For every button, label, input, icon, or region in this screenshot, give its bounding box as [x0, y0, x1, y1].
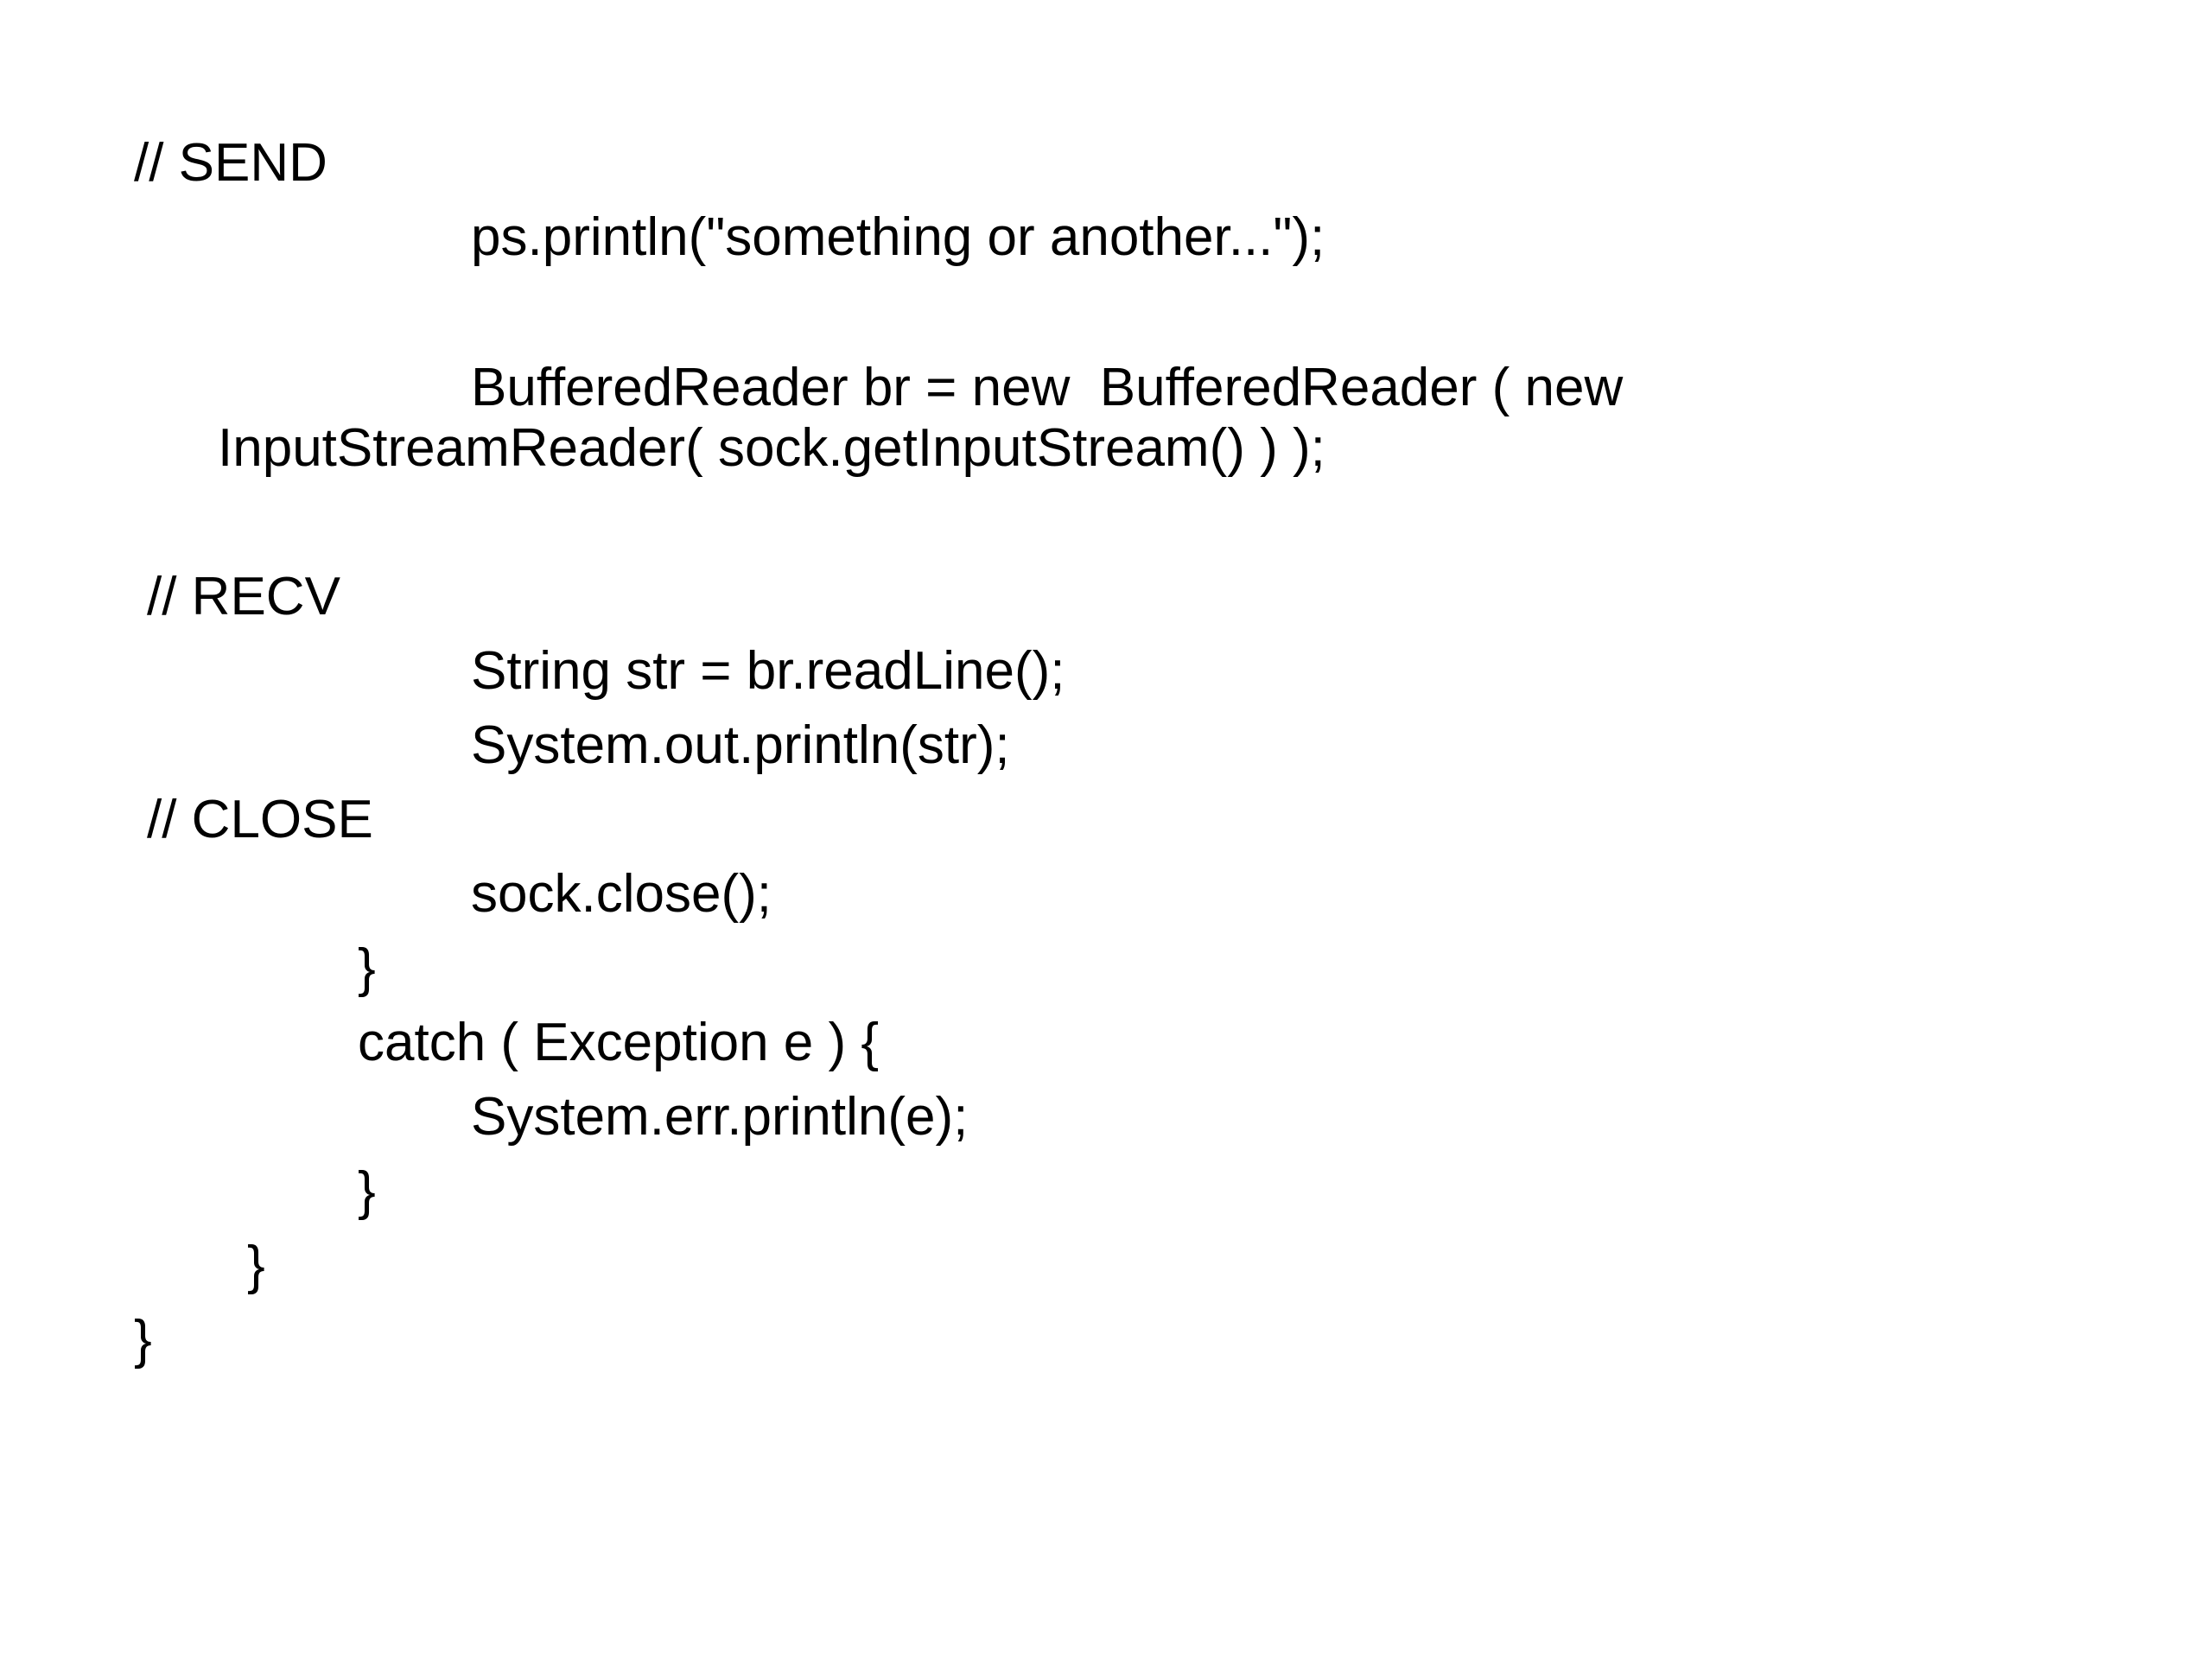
comment-send: // SEND [134, 133, 327, 193]
code-line-readline: String str = br.readLine(); [471, 641, 1065, 701]
code-line-println: ps.println("something or another..."); [471, 207, 1325, 267]
code-line-system-err: System.err.println(e); [471, 1087, 969, 1147]
comment-close: // CLOSE [147, 790, 373, 849]
code-line-system-out: System.out.println(str); [471, 715, 1010, 775]
code-line-sock-close: sock.close(); [471, 864, 772, 924]
comment-recv: // RECV [147, 567, 340, 626]
code-brace-class-close: } [134, 1310, 152, 1370]
code-brace-catch-close: } [358, 1161, 376, 1221]
code-line-inputstreamreader: InputStreamReader( sock.getInputStream()… [218, 418, 1325, 478]
code-line-bufferedreader: BufferedReader br = new BufferedReader (… [471, 358, 1624, 417]
code-line-catch: catch ( Exception e ) { [358, 1013, 880, 1072]
code-brace-try-close: } [358, 938, 376, 998]
code-brace-method-close: } [247, 1236, 265, 1295]
